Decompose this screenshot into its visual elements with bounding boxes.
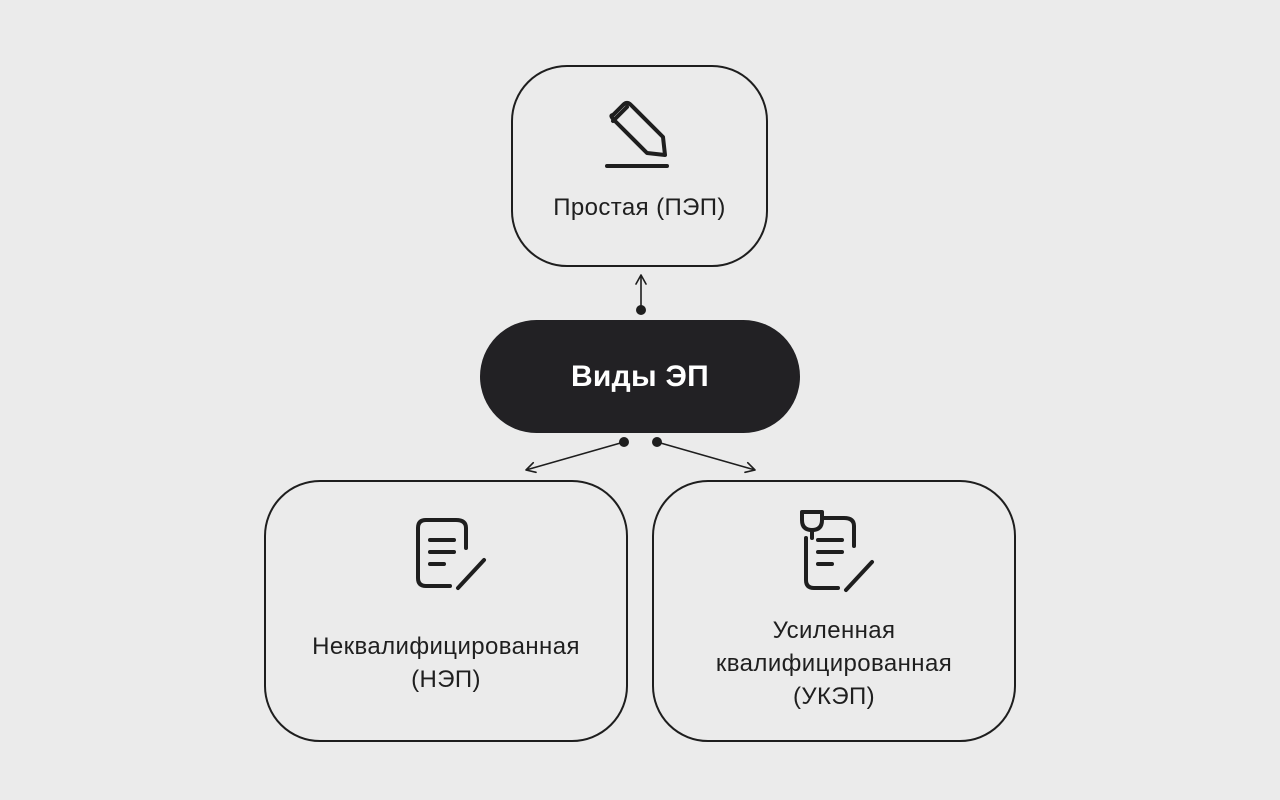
arrow-to-simple <box>635 274 647 315</box>
type-label-qualified-line-1: Усиленная <box>772 617 896 644</box>
type-label-qualified-line-2: квалифицированная <box>715 650 953 677</box>
type-box-qualified: Усиленная квалифицированная (УКЭП) <box>652 480 1016 742</box>
type-box-simple: Простая (ПЭП) <box>511 65 768 267</box>
type-label-unqualified-line-1: Неквалифицированная <box>312 633 580 660</box>
center-node: Виды ЭП <box>480 320 800 433</box>
pen-signature-icon <box>605 99 675 180</box>
arrow-to-qualified <box>652 437 756 474</box>
type-label-qualified: Усиленная квалифицированная (УКЭП) <box>654 614 1014 713</box>
arrow-to-unqualified <box>525 437 629 474</box>
type-label-simple: Простая (ПЭП) <box>553 194 726 221</box>
type-box-unqualified: Неквалифицированная (НЭП) <box>264 480 628 742</box>
type-label-unqualified: Неквалифицированная (НЭП) <box>266 630 626 696</box>
type-label-unqualified-line-2: (НЭП) <box>411 666 481 693</box>
type-label-qualified-line-3: (УКЭП) <box>792 683 876 710</box>
document-edit-icon <box>414 518 490 599</box>
document-stamp-icon <box>798 508 882 601</box>
center-title: Виды ЭП <box>570 359 710 393</box>
